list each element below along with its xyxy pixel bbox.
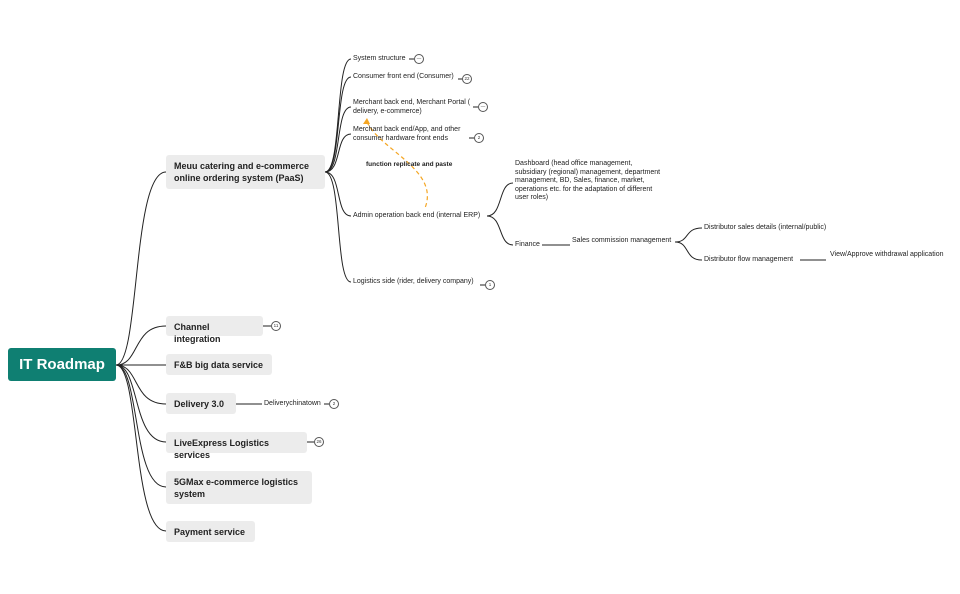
subtopic-distributor-flow[interactable]: Distributor flow management — [704, 256, 794, 263]
subtopic-dashboard[interactable]: Dashboard (head office management, subsi… — [515, 160, 661, 201]
subtopic-logistics-side[interactable]: Logistics side (rider, delivery company) — [353, 278, 474, 285]
subtopic-distributor-sales[interactable]: Distributor sales details (internal/publ… — [704, 224, 827, 231]
subtopic-deliverychinatown[interactable]: Deliverychinatown — [264, 400, 321, 407]
topic-liveexpress[interactable]: LiveExpress Logistics services — [166, 432, 307, 460]
topic-5gmax[interactable]: 5GMax e-commerce logistics system — [166, 471, 312, 504]
count-badge-merchant-app[interactable]: 2 — [474, 133, 484, 143]
count-badge-consumer[interactable]: 22 — [462, 74, 472, 84]
subtopic-sales-commission[interactable]: Sales commission management — [572, 237, 672, 244]
subtopic-merchant-portal[interactable]: Merchant back end, Merchant Portal ( del… — [353, 99, 471, 115]
topic-meuu[interactable]: Meuu catering and e-commerce online orde… — [166, 155, 325, 189]
collapse-badge-system[interactable]: — — [414, 54, 424, 64]
count-badge-logistics[interactable]: 1 — [485, 280, 495, 290]
collapse-badge-merchant-portal[interactable]: — — [478, 102, 488, 112]
topic-delivery[interactable]: Delivery 3.0 — [166, 393, 236, 414]
subtopic-consumer-front-end[interactable]: Consumer front end (Consumer) — [353, 73, 454, 80]
topic-fb-big-data[interactable]: F&B big data service — [166, 354, 272, 375]
relationship-annotation: function replicate and paste — [366, 161, 453, 168]
annotation-relationship-line — [366, 121, 428, 209]
count-badge-chinatown[interactable]: 2 — [329, 399, 339, 409]
subtopic-merchant-app[interactable]: Merchant back end/App, and other consume… — [353, 126, 461, 142]
subtopic-admin-erp[interactable]: Admin operation back end (internal ERP) — [353, 212, 481, 219]
topic-channel-integration[interactable]: Channel integration — [166, 316, 263, 344]
subtopic-finance[interactable]: Finance — [515, 241, 540, 248]
count-badge-liveexpress[interactable]: 26 — [314, 437, 324, 447]
subtopic-view-approve[interactable]: View/Approve withdrawal application — [830, 251, 944, 258]
subtopic-system-structure[interactable]: System structure — [353, 55, 406, 62]
root-topic[interactable]: IT Roadmap — [8, 348, 116, 381]
count-badge-channel[interactable]: 11 — [271, 321, 281, 331]
topic-payment[interactable]: Payment service — [166, 521, 255, 542]
